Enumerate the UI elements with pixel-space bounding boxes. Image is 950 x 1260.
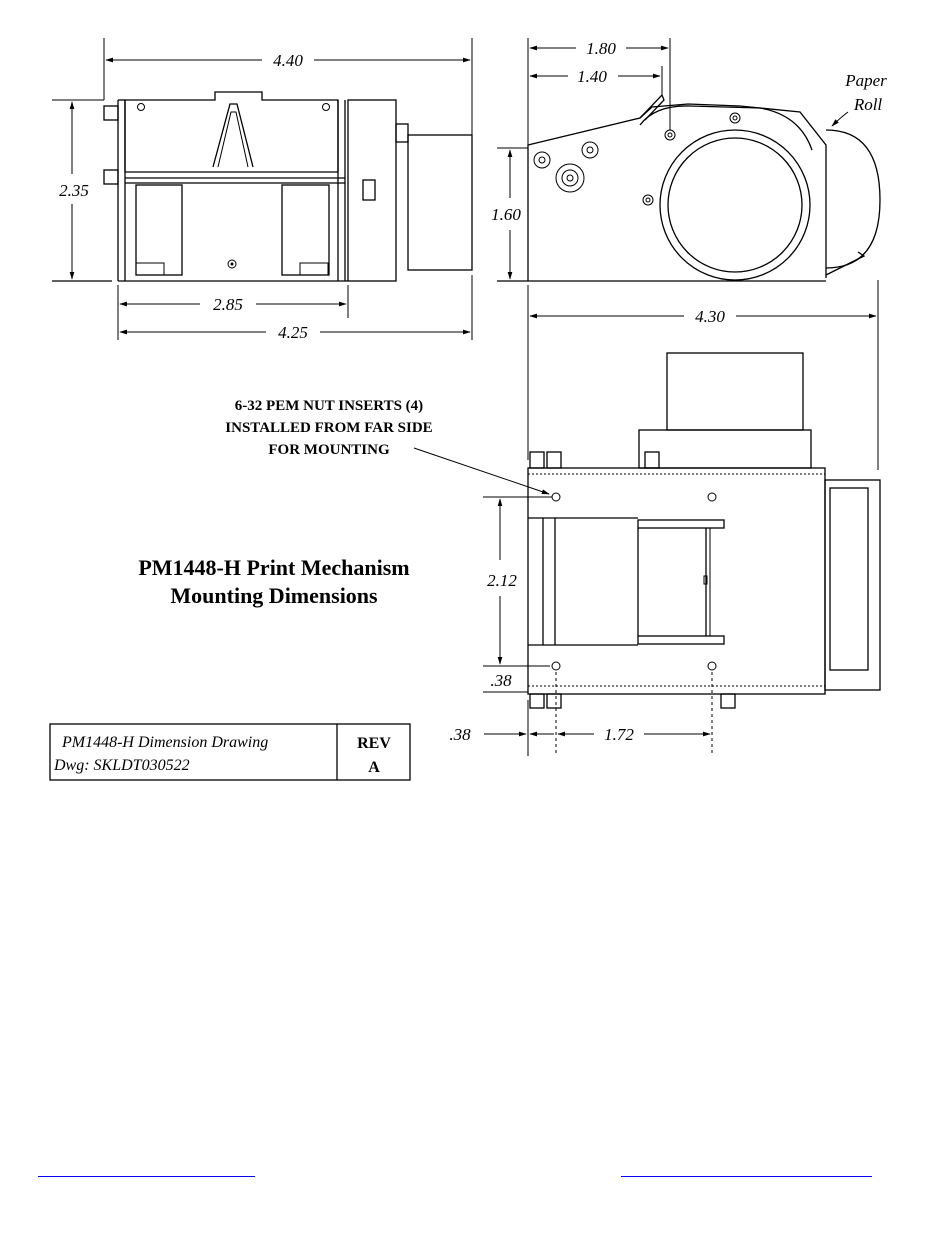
side-view: Paper Roll bbox=[497, 38, 887, 470]
title-block-drawing-number: Dwg: SKLDT030522 bbox=[53, 757, 190, 774]
mount-note-line3: FOR MOUNTING bbox=[268, 442, 390, 458]
title-line2: Mounting Dimensions bbox=[170, 583, 378, 608]
side-view-dimensions: 1.80 1.40 1.60 4.30 bbox=[491, 39, 876, 326]
mounting-note: 6-32 PEM NUT INSERTS (4) INSTALLED FROM … bbox=[225, 398, 432, 458]
mount-note-line1: 6-32 PEM NUT INSERTS (4) bbox=[235, 398, 423, 414]
dim-front-height: 2.35 bbox=[59, 181, 89, 200]
dim-front-overall-width: 4.25 bbox=[278, 323, 308, 342]
drawing-title: PM1448-H Print Mechanism Mounting Dimens… bbox=[138, 555, 409, 608]
title-line1: PM1448-H Print Mechanism bbox=[138, 555, 409, 580]
dim-side-offset-1: 1.80 bbox=[586, 39, 616, 58]
dim-side-offset-2: 1.40 bbox=[577, 67, 607, 86]
dim-front-width-top: 4.40 bbox=[273, 51, 303, 70]
dim-top-hole-offset-v: .38 bbox=[490, 671, 512, 690]
title-block: PM1448-H Dimension Drawing Dwg: SKLDT030… bbox=[50, 724, 410, 780]
top-view-dimensions: 2.12 .38 .38 1.72 bbox=[449, 499, 710, 744]
dim-side-length: 4.30 bbox=[695, 307, 725, 326]
footer-link-right[interactable] bbox=[621, 1176, 872, 1177]
title-block-rev-value: A bbox=[368, 759, 380, 776]
mount-note-line2: INSTALLED FROM FAR SIDE bbox=[225, 420, 432, 436]
dim-top-hole-spacing-v: 2.12 bbox=[487, 571, 517, 590]
paper-roll-label-line2: Roll bbox=[853, 95, 883, 114]
top-view bbox=[414, 353, 880, 756]
title-block-description: PM1448-H Dimension Drawing bbox=[61, 734, 268, 751]
dim-side-height: 1.60 bbox=[491, 205, 521, 224]
footer-link-left[interactable] bbox=[38, 1176, 255, 1177]
dim-top-hole-offset-h: .38 bbox=[449, 725, 471, 744]
paper-roll-label-line1: Paper bbox=[844, 71, 887, 90]
dim-front-inner-width: 2.85 bbox=[213, 295, 243, 314]
title-block-rev-label: REV bbox=[357, 735, 391, 752]
dim-top-hole-spacing-h: 1.72 bbox=[604, 725, 634, 744]
front-view bbox=[52, 38, 472, 340]
